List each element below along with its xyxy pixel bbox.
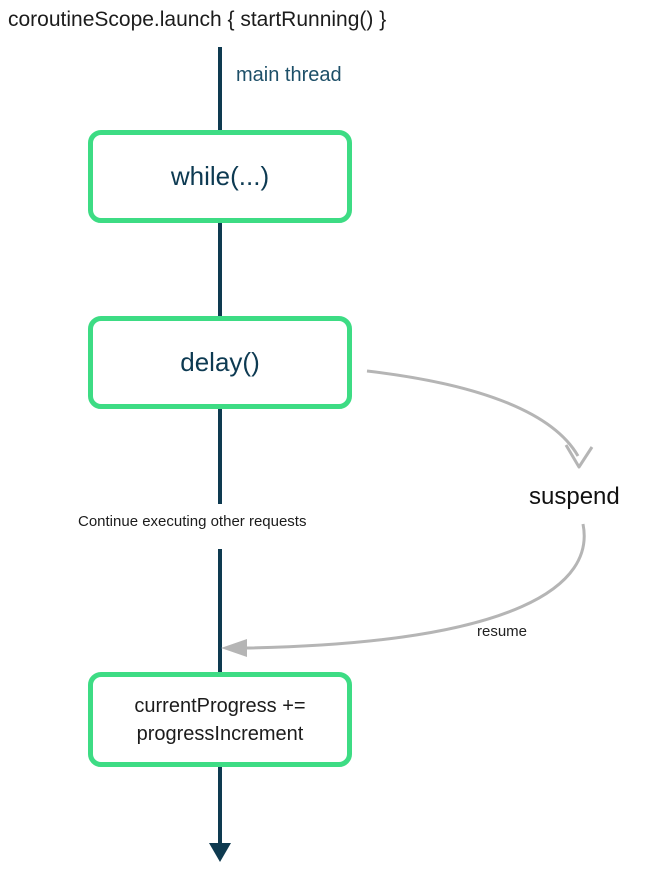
diagram-title: coroutineScope.launch { startRunning() } xyxy=(8,8,387,31)
suspend-annotation: suspend xyxy=(529,483,620,510)
main-thread-line-segment-2 xyxy=(218,221,222,318)
main-thread-line-segment-3 xyxy=(218,407,222,504)
node-while-label: while(...) xyxy=(170,161,270,191)
node-progress-label: currentProgress += progressIncrement xyxy=(134,692,305,748)
resume-annotation: resume xyxy=(477,623,528,640)
resume-arrowhead-icon xyxy=(221,639,247,657)
node-while-loop: while(...) xyxy=(88,130,352,223)
suspend-curve xyxy=(366,369,580,457)
main-thread-label: main thread xyxy=(236,64,342,86)
resume-curve xyxy=(245,523,586,650)
continue-executing-annotation: Continue executing other requests xyxy=(78,513,307,530)
node-delay-label: delay() xyxy=(180,347,260,377)
main-thread-arrowhead-icon xyxy=(209,843,231,862)
node-progress-update: currentProgress += progressIncrement xyxy=(88,672,352,767)
node-delay-call: delay() xyxy=(88,316,352,409)
main-thread-line-segment-5 xyxy=(218,765,222,847)
node-progress-label-line1: currentProgress += xyxy=(134,694,306,717)
main-thread-line-segment-4 xyxy=(218,549,222,673)
suspend-arrowhead-icon xyxy=(564,444,594,469)
main-thread-line-segment-1 xyxy=(218,47,222,131)
node-progress-label-line2: progressIncrement xyxy=(136,722,304,745)
